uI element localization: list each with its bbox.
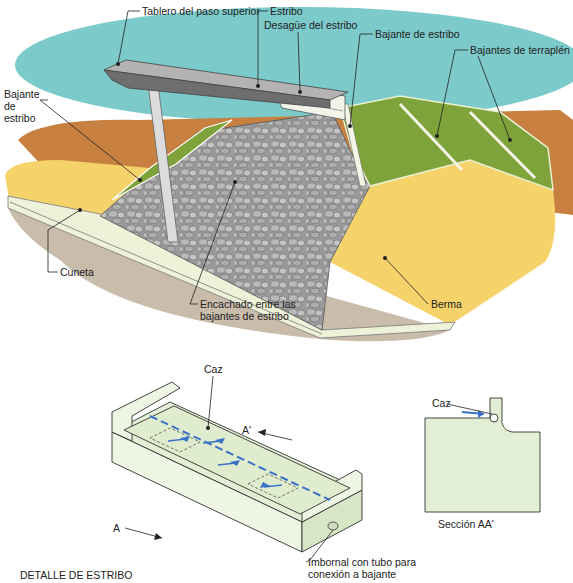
part-label: Cuneta xyxy=(60,266,94,278)
part-label: Bajante de estribo xyxy=(4,88,50,124)
section-title: Sección AA' xyxy=(438,518,494,530)
part-label: Encachado entre las bajantes de estribo xyxy=(200,298,312,322)
part-label: Tablero del paso superior xyxy=(142,5,260,17)
part-label: Desagüe del estribo xyxy=(264,19,357,31)
part-label: Estribo xyxy=(270,5,303,17)
part-label: Berma xyxy=(431,298,462,310)
section-mark: A xyxy=(113,522,120,534)
section-mark: A' xyxy=(242,424,251,436)
part-label: Bajantes de terraplén xyxy=(470,44,570,56)
part-label: Imbornal con tubo para conexión a bajant… xyxy=(308,556,448,580)
detail-title: DETALLE DE ESTRIBO xyxy=(20,569,132,581)
part-label: Bajante de estribo xyxy=(375,28,460,40)
part-label: Caz xyxy=(432,397,451,409)
part-label: Caz xyxy=(204,363,223,375)
